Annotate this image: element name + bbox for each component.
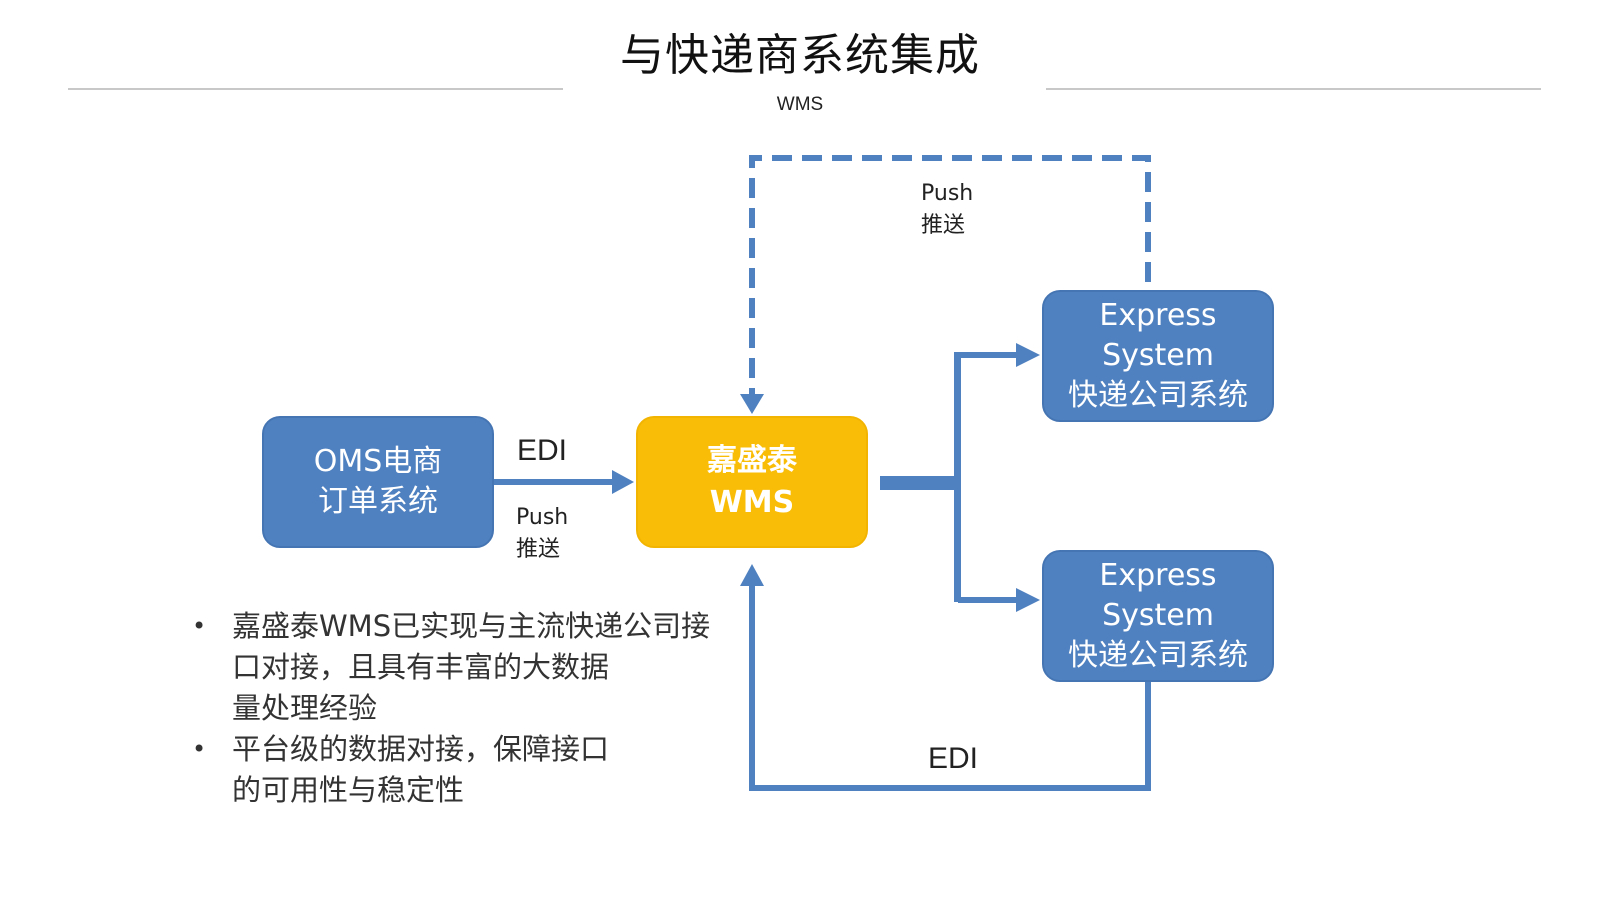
wms-box: 嘉盛泰 WMS (636, 416, 868, 548)
express-top-line-2: System (1102, 338, 1214, 373)
wms-box-line-2: WMS (709, 485, 795, 520)
oms-to-wms-arrowhead (612, 470, 634, 494)
bullet-item-2: • 平台级的数据对接，保障接口 的可用性与稳定性 (188, 729, 748, 811)
edi-bottom-loop (749, 582, 1151, 791)
header-rule-right (1046, 88, 1541, 90)
edi-label-oms-wms: EDI (517, 434, 568, 467)
push-label-top-line-2: 推送 (921, 213, 966, 238)
bullet-2-line-2: 的可用性与稳定性 (232, 773, 465, 807)
wms-branch-stem (880, 476, 960, 490)
bullet-1-line-3: 量处理经验 (232, 691, 378, 725)
bullet-list: • 嘉盛泰WMS已实现与主流快递公司接 口对接，且具有丰富的大数据 量处理经验 … (188, 606, 748, 811)
bullet-1-line-1: 嘉盛泰WMS已实现与主流快递公司接 (232, 609, 711, 643)
express-bottom-line-2: System (1102, 598, 1214, 633)
bullet-1-line-2: 口对接，且具有丰富的大数据 (232, 650, 610, 684)
wms-box-line-1: 嘉盛泰 (707, 443, 797, 478)
bullet-item-1: • 嘉盛泰WMS已实现与主流快递公司接 口对接，且具有丰富的大数据 量处理经验 (188, 606, 748, 729)
express-bottom-line-3: 快递公司系统 (1068, 638, 1248, 673)
express-system-box-top: Express System 快递公司系统 (1042, 290, 1274, 422)
express-bottom-line-1: Express (1099, 558, 1217, 593)
page-subtitle: WMS (776, 94, 824, 115)
oms-order-system-box: OMS电商 订单系统 (262, 416, 494, 548)
push-label-top-loop: Push 推送 (921, 178, 973, 242)
push-label-top-line-1: Push (921, 181, 974, 206)
express-top-line-1: Express (1099, 298, 1217, 333)
branch-vertical (954, 352, 961, 602)
push-label-oms-wms: Push 推送 (516, 502, 568, 566)
header-rule-left (68, 88, 563, 90)
bullet-2-line-1: 平台级的数据对接，保障接口 (232, 732, 610, 766)
oms-box-line-2: 订单系统 (318, 484, 438, 519)
branch-top-arrowhead (1016, 343, 1040, 367)
dashed-loop-arrowhead (740, 394, 764, 414)
dashed-push-loop (749, 155, 1151, 398)
page-title: 与快递商系统集成 (620, 30, 980, 81)
express-system-box-bottom: Express System 快递公司系统 (1042, 550, 1274, 682)
edi-loop-arrowhead (740, 564, 764, 586)
express-top-line-3: 快递公司系统 (1068, 378, 1248, 413)
push-label-oms-wms-line-2: 推送 (516, 537, 561, 562)
branch-bottom-arrowhead (1016, 588, 1040, 612)
push-label-oms-wms-line-1: Push (516, 505, 569, 530)
oms-box-line-1: OMS电商 (313, 444, 443, 479)
bullet-dot: • (192, 612, 207, 640)
bullet-dot: • (192, 735, 207, 763)
edi-label-bottom-loop: EDI (928, 742, 979, 775)
